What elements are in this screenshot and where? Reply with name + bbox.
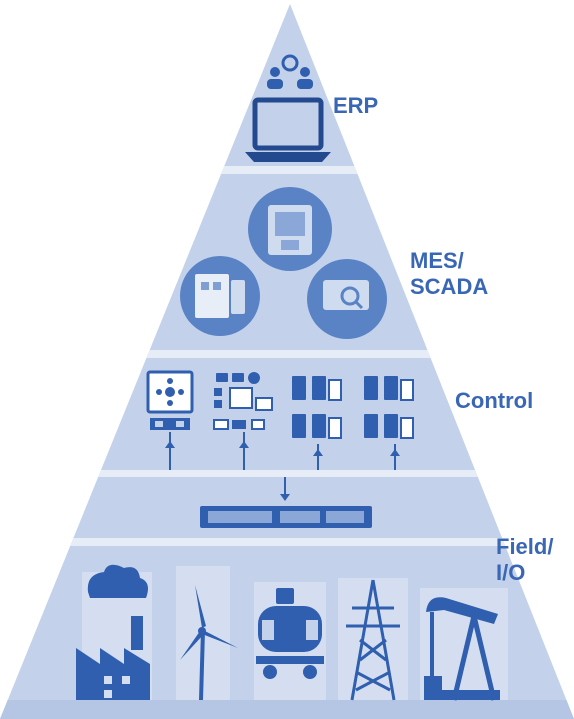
mes-scada-label-line-2: SCADA	[410, 274, 489, 299]
network-switch-icon	[200, 477, 372, 528]
arrow-heads-up	[165, 441, 400, 456]
power-pylon-icon	[338, 578, 408, 701]
machine-circle-icon	[248, 187, 332, 271]
hmi-panel-icon	[146, 370, 194, 430]
field-io-label-line-1: Field/	[496, 534, 554, 559]
control-label: Control	[455, 388, 533, 414]
plc-rack-icon-2	[364, 376, 414, 439]
cabinet-circle-icon	[180, 256, 260, 336]
network-devices-icon	[213, 372, 273, 430]
mes-scada-label: MES/ SCADA	[410, 248, 488, 300]
tank-car-icon	[254, 582, 326, 700]
factory-icon	[76, 564, 152, 700]
wind-turbine-icon	[176, 566, 238, 700]
level-separators	[0, 166, 574, 719]
field-io-label: Field/ I/O	[496, 534, 553, 586]
control-bus-lines	[169, 432, 396, 470]
control-label-line-1: Control	[455, 388, 534, 413]
pumpjack-icon	[420, 588, 508, 701]
monitor-circle-icon	[307, 259, 387, 339]
erp-users-icon	[267, 54, 313, 89]
field-io-label-line-2: I/O	[496, 560, 526, 585]
laptop-icon	[245, 97, 331, 162]
erp-label: ERP	[333, 93, 378, 119]
erp-label-line-1: ERP	[333, 93, 379, 118]
plc-rack-icon-1	[292, 376, 342, 439]
mes-scada-label-line-1: MES/	[410, 248, 464, 273]
